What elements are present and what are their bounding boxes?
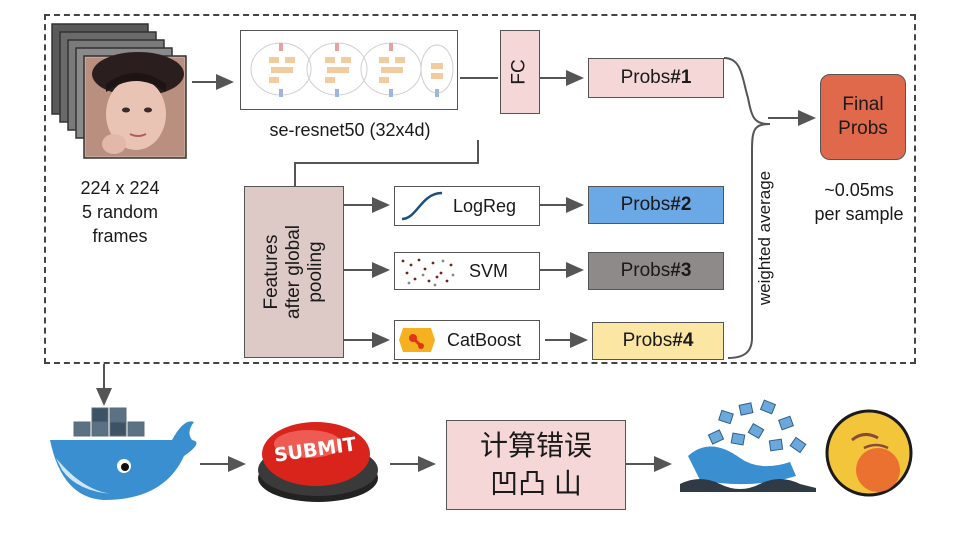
- probs-2-prefix: Probs: [620, 194, 671, 215]
- pipeline-frame: [44, 14, 916, 364]
- brace-weighted-average: [723, 57, 771, 359]
- input-description: 224 x 224 5 random frames: [50, 176, 190, 248]
- compute-error-line1: 计算错误: [479, 430, 592, 461]
- probs-2-number: #2: [670, 194, 692, 215]
- features-label-line2: after global: [282, 224, 304, 320]
- probs-2-box: Probs #2: [588, 186, 724, 224]
- timing-note: ~0.05ms per sample: [796, 178, 922, 226]
- sinking-docker-icon: [680, 399, 816, 492]
- docker-whale-icon: [50, 407, 197, 500]
- face-photo: [86, 52, 184, 156]
- final-probs-box: Final Probs: [820, 74, 906, 160]
- input-frames-word: frames: [92, 226, 148, 246]
- resnet-architecture-thumbnail: [250, 42, 454, 97]
- disappointed-face-icon: [825, 409, 913, 497]
- compute-error-box: 计算错误 凹凸 山: [446, 420, 626, 510]
- compute-error-line2: 凹凸 山: [490, 468, 582, 499]
- probs-4-number: #4: [672, 330, 694, 351]
- final-probs-line1: Final: [842, 94, 884, 115]
- svm-box: SVM: [394, 252, 540, 290]
- probs-4-prefix: Probs: [622, 330, 673, 351]
- final-probs-line2: Probs: [838, 118, 888, 139]
- probs-3-box: Probs #3: [588, 252, 724, 290]
- fc-label: FC: [508, 59, 530, 85]
- timing-line1: ~0.05ms: [824, 180, 894, 200]
- logreg-label: LogReg: [453, 195, 517, 216]
- probs-1-prefix: Probs: [620, 67, 671, 88]
- fc-layer-box: FC: [500, 30, 540, 114]
- features-label-line3: pooling: [304, 241, 326, 303]
- probs-1-box: Probs #1: [588, 58, 724, 98]
- input-frames-stack: [51, 23, 187, 159]
- catboost-label: CatBoost: [447, 329, 522, 350]
- backbone-caption: se-resnet50 (32x4d): [269, 120, 431, 140]
- backbone-box: [240, 30, 458, 110]
- catboost-box: CatBoost: [394, 320, 540, 360]
- weighted-average-label: weighted average: [755, 170, 774, 306]
- probs-3-prefix: Probs: [620, 260, 671, 281]
- features-box: Features after global pooling: [244, 186, 344, 358]
- logreg-box: LogReg: [394, 186, 540, 226]
- catboost-logo-icon: [399, 328, 435, 352]
- sigmoid-curve-icon: [401, 191, 443, 221]
- timing-line2: per sample: [814, 204, 904, 224]
- input-size: 224 x 224: [80, 178, 160, 198]
- probs-1-number: #1: [670, 67, 692, 88]
- svm-label: SVM: [469, 260, 509, 281]
- line-backbone-to-features: [294, 140, 479, 186]
- features-label-line1: Features: [260, 234, 282, 310]
- input-frame-count: 5 random: [81, 202, 159, 222]
- probs-4-box: Probs #4: [592, 322, 724, 360]
- submit-button-icon: SUBMIT: [258, 422, 378, 502]
- scatter-points-icon: [401, 258, 455, 287]
- features-label: Features after global pooling: [261, 225, 327, 319]
- probs-3-number: #3: [670, 260, 692, 281]
